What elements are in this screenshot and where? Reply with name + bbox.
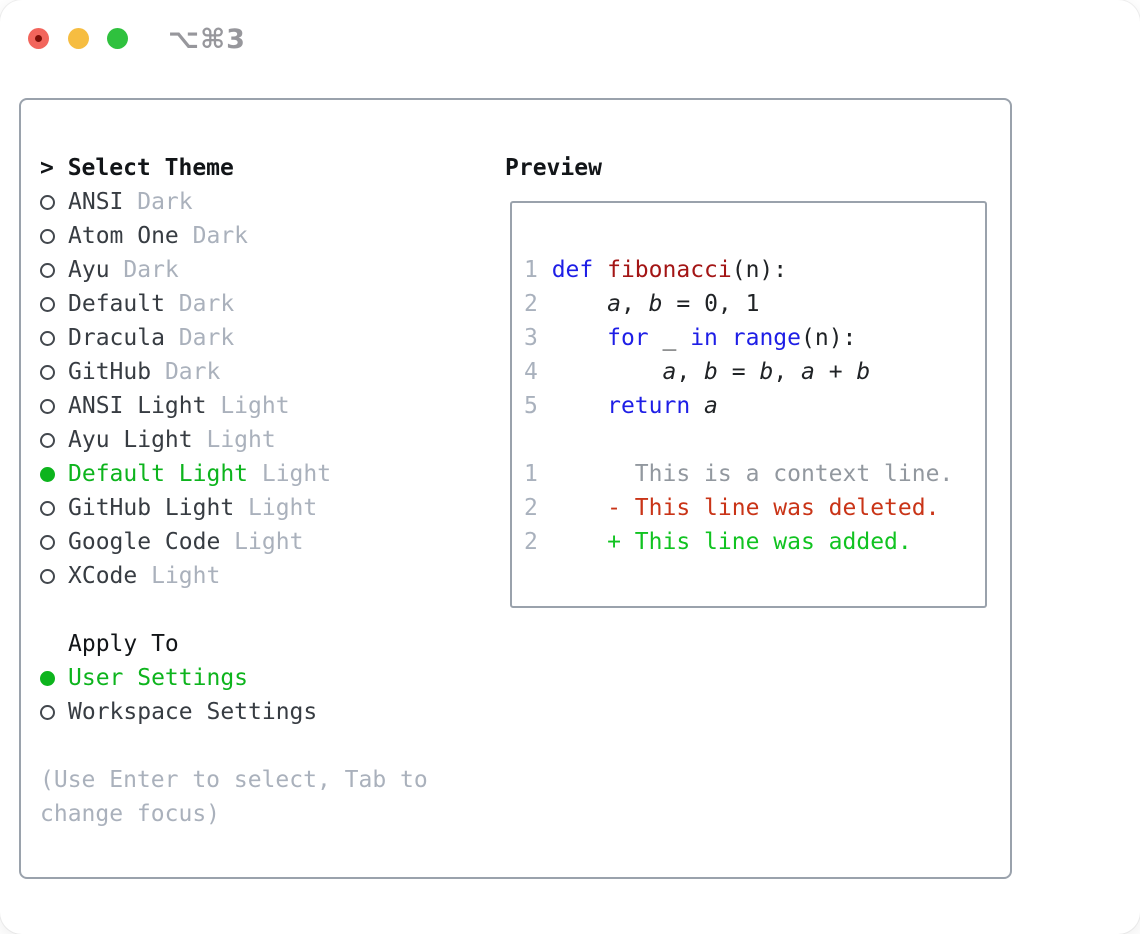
theme-option-label: Default Light Light bbox=[68, 461, 332, 487]
preview-line: 5 return a bbox=[524, 393, 718, 419]
blank-line bbox=[524, 423, 985, 457]
theme-option-label: Default Dark bbox=[68, 291, 235, 317]
theme-option[interactable]: Atom One Dark bbox=[40, 219, 450, 253]
theme-option-label: ANSI Light Light bbox=[68, 393, 290, 419]
window-shortcut-label: ⌥⌘3 bbox=[168, 24, 246, 55]
zoom-button[interactable] bbox=[107, 28, 128, 49]
radio-icon bbox=[40, 432, 55, 448]
spacer bbox=[40, 729, 450, 763]
preview-line: 1 def fibonacci(n): bbox=[524, 257, 788, 283]
line-number: 2 bbox=[524, 495, 552, 521]
theme-option-label: Atom One Dark bbox=[68, 223, 249, 249]
radio-icon bbox=[40, 262, 55, 278]
radio-icon bbox=[40, 330, 55, 346]
radio-icon bbox=[40, 296, 55, 312]
radio-icon bbox=[40, 364, 55, 380]
preview-line: 2 - This line was deleted. bbox=[524, 495, 940, 521]
apply-to-header: Apply To bbox=[68, 631, 179, 657]
radio-icon bbox=[40, 534, 55, 550]
theme-option[interactable]: Google Code Light bbox=[40, 525, 450, 559]
theme-option-label: Ayu Dark bbox=[68, 257, 179, 283]
theme-option-label: Dracula Dark bbox=[68, 325, 235, 351]
theme-option[interactable]: GitHub Light Light bbox=[40, 491, 450, 525]
select-theme-header: > Select Theme bbox=[40, 151, 450, 185]
preview-line: 2 a, b = 0, 1 bbox=[524, 291, 760, 317]
radio-icon bbox=[40, 704, 55, 720]
theme-option[interactable]: XCode Light bbox=[40, 559, 450, 593]
line-number: 2 bbox=[524, 291, 552, 317]
preview-line: 4 a, b = b, a + b bbox=[524, 359, 871, 385]
preview-line: 1 This is a context line. bbox=[524, 461, 954, 487]
line-number: 1 bbox=[524, 257, 552, 283]
line-number: 5 bbox=[524, 393, 552, 419]
theme-option-label: ANSI Dark bbox=[68, 189, 193, 215]
close-button[interactable] bbox=[28, 28, 49, 49]
preview-pane: 1 def fibonacci(n): 2 a, b = 0, 1 3 for _ … bbox=[510, 201, 987, 608]
theme-option-label: Google Code Light bbox=[68, 529, 304, 555]
line-number: 3 bbox=[524, 325, 552, 351]
theme-option[interactable]: Ayu Light Light bbox=[40, 423, 450, 457]
theme-option-label: GitHub Dark bbox=[68, 359, 221, 385]
theme-option[interactable]: GitHub Dark bbox=[40, 355, 450, 389]
theme-option-label: GitHub Light Light bbox=[68, 495, 318, 521]
radio-icon bbox=[40, 228, 55, 244]
select-theme-header-label: > Select Theme bbox=[40, 155, 234, 181]
apply-to-option-label: User Settings bbox=[68, 665, 249, 691]
apply-to-option-label: Workspace Settings bbox=[68, 699, 318, 725]
preview-header: Preview bbox=[505, 155, 602, 181]
line-number: 2 bbox=[524, 529, 552, 555]
preview-line: 2 + This line was added. bbox=[524, 529, 912, 555]
unsaved-indicator-icon bbox=[35, 35, 42, 42]
apply-to-option[interactable]: Workspace Settings bbox=[40, 695, 450, 729]
radio-selected-icon bbox=[40, 466, 55, 482]
theme-option[interactable]: ANSI Light Light bbox=[40, 389, 450, 423]
radio-icon bbox=[40, 500, 55, 516]
theme-option[interactable]: Default Dark bbox=[40, 287, 450, 321]
spacer bbox=[40, 593, 450, 627]
minimize-button[interactable] bbox=[68, 28, 89, 49]
line-number: 4 bbox=[524, 359, 552, 385]
preview-line: 3 for _ in range(n): bbox=[524, 325, 857, 351]
preview-column: Preview 1 def fibonacci(n): 2 a, b = 0, 1… bbox=[505, 151, 987, 608]
radio-icon bbox=[40, 568, 55, 584]
theme-option[interactable]: Ayu Dark bbox=[40, 253, 450, 287]
radio-selected-icon bbox=[40, 670, 55, 686]
theme-option-label: Ayu Light Light bbox=[68, 427, 276, 453]
radio-icon bbox=[40, 398, 55, 414]
theme-option[interactable]: ANSI Dark bbox=[40, 185, 450, 219]
radio-icon bbox=[40, 194, 55, 210]
apply-to-option[interactable]: User Settings bbox=[40, 661, 450, 695]
line-number: 1 bbox=[524, 461, 552, 487]
theme-option-label: XCode Light bbox=[68, 563, 221, 589]
titlebar: ⌥⌘3 bbox=[0, 0, 1140, 76]
theme-option[interactable]: Default Light Light bbox=[40, 457, 450, 491]
help-text: (Use Enter to select, Tab to change focu… bbox=[40, 767, 428, 827]
theme-option[interactable]: Dracula Dark bbox=[40, 321, 450, 355]
